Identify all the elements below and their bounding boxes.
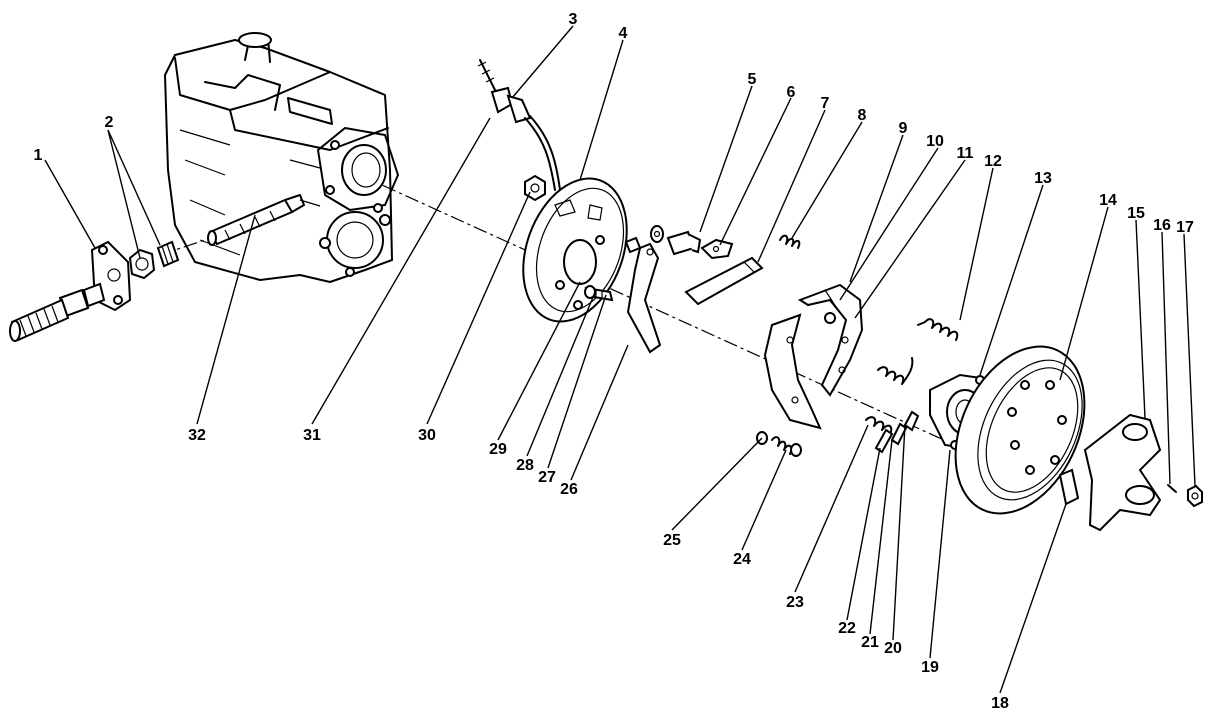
callout-16: 16 [1153, 217, 1171, 234]
callout-29: 29 [489, 441, 507, 458]
callout-2: 2 [105, 114, 114, 131]
callout-14: 14 [1099, 192, 1117, 209]
brake-shoes [763, 283, 864, 430]
transmission-housing [164, 32, 393, 283]
callout-17: 17 [1176, 219, 1194, 236]
callout-20: 20 [884, 640, 902, 657]
nut-and-fitting [128, 240, 180, 280]
return-springs [865, 318, 959, 435]
callout-31: 31 [303, 427, 321, 444]
adjuster-spring [779, 234, 801, 249]
spring-and-cups [756, 431, 802, 457]
callout-22: 22 [838, 620, 856, 637]
axle-bearing-flange [317, 127, 399, 213]
callout-3: 3 [569, 11, 578, 28]
callout-1: 1 [34, 147, 43, 164]
callout-24: 24 [733, 551, 751, 568]
callout-27: 27 [538, 469, 556, 486]
callout-23: 23 [786, 594, 804, 611]
mounting-yoke [1083, 413, 1162, 532]
input-shaft [207, 194, 305, 246]
washer-and-adjuster [650, 225, 702, 256]
callout-12: 12 [984, 153, 1002, 170]
callout-8: 8 [858, 107, 867, 124]
callout-28: 28 [516, 457, 534, 474]
callout-21: 21 [861, 634, 879, 651]
callout-6: 6 [787, 84, 796, 101]
bracket-and-hose [9, 240, 132, 342]
leader-lines [44, 25, 1196, 694]
callout-15: 15 [1127, 205, 1145, 222]
wheel-key [1058, 468, 1080, 506]
brake-backing-plate [522, 177, 628, 323]
callout-10: 10 [926, 133, 944, 150]
brake-lever [626, 242, 662, 354]
brake-cable [477, 59, 561, 191]
callout-26: 26 [560, 481, 578, 498]
callout-25: 25 [663, 532, 681, 549]
brake-strut [684, 256, 764, 306]
callout-9: 9 [899, 120, 908, 137]
callout-labels: 1 2 3 4 5 6 7 8 9 10 11 12 13 14 15 16 1… [34, 11, 1194, 712]
hold-down-pins [874, 410, 920, 454]
nut-30 [524, 174, 546, 202]
callout-4: 4 [619, 25, 628, 42]
callout-18: 18 [991, 695, 1009, 712]
retaining-ring-and-nut [1167, 484, 1203, 508]
callout-7: 7 [821, 95, 830, 112]
brake-drum [954, 345, 1086, 515]
callout-19: 19 [921, 659, 939, 676]
callout-32: 32 [188, 427, 206, 444]
retainer-clip [700, 238, 734, 260]
callout-13: 13 [1034, 170, 1052, 187]
callout-5: 5 [748, 71, 757, 88]
callout-11: 11 [957, 145, 974, 162]
callout-30: 30 [418, 427, 436, 444]
